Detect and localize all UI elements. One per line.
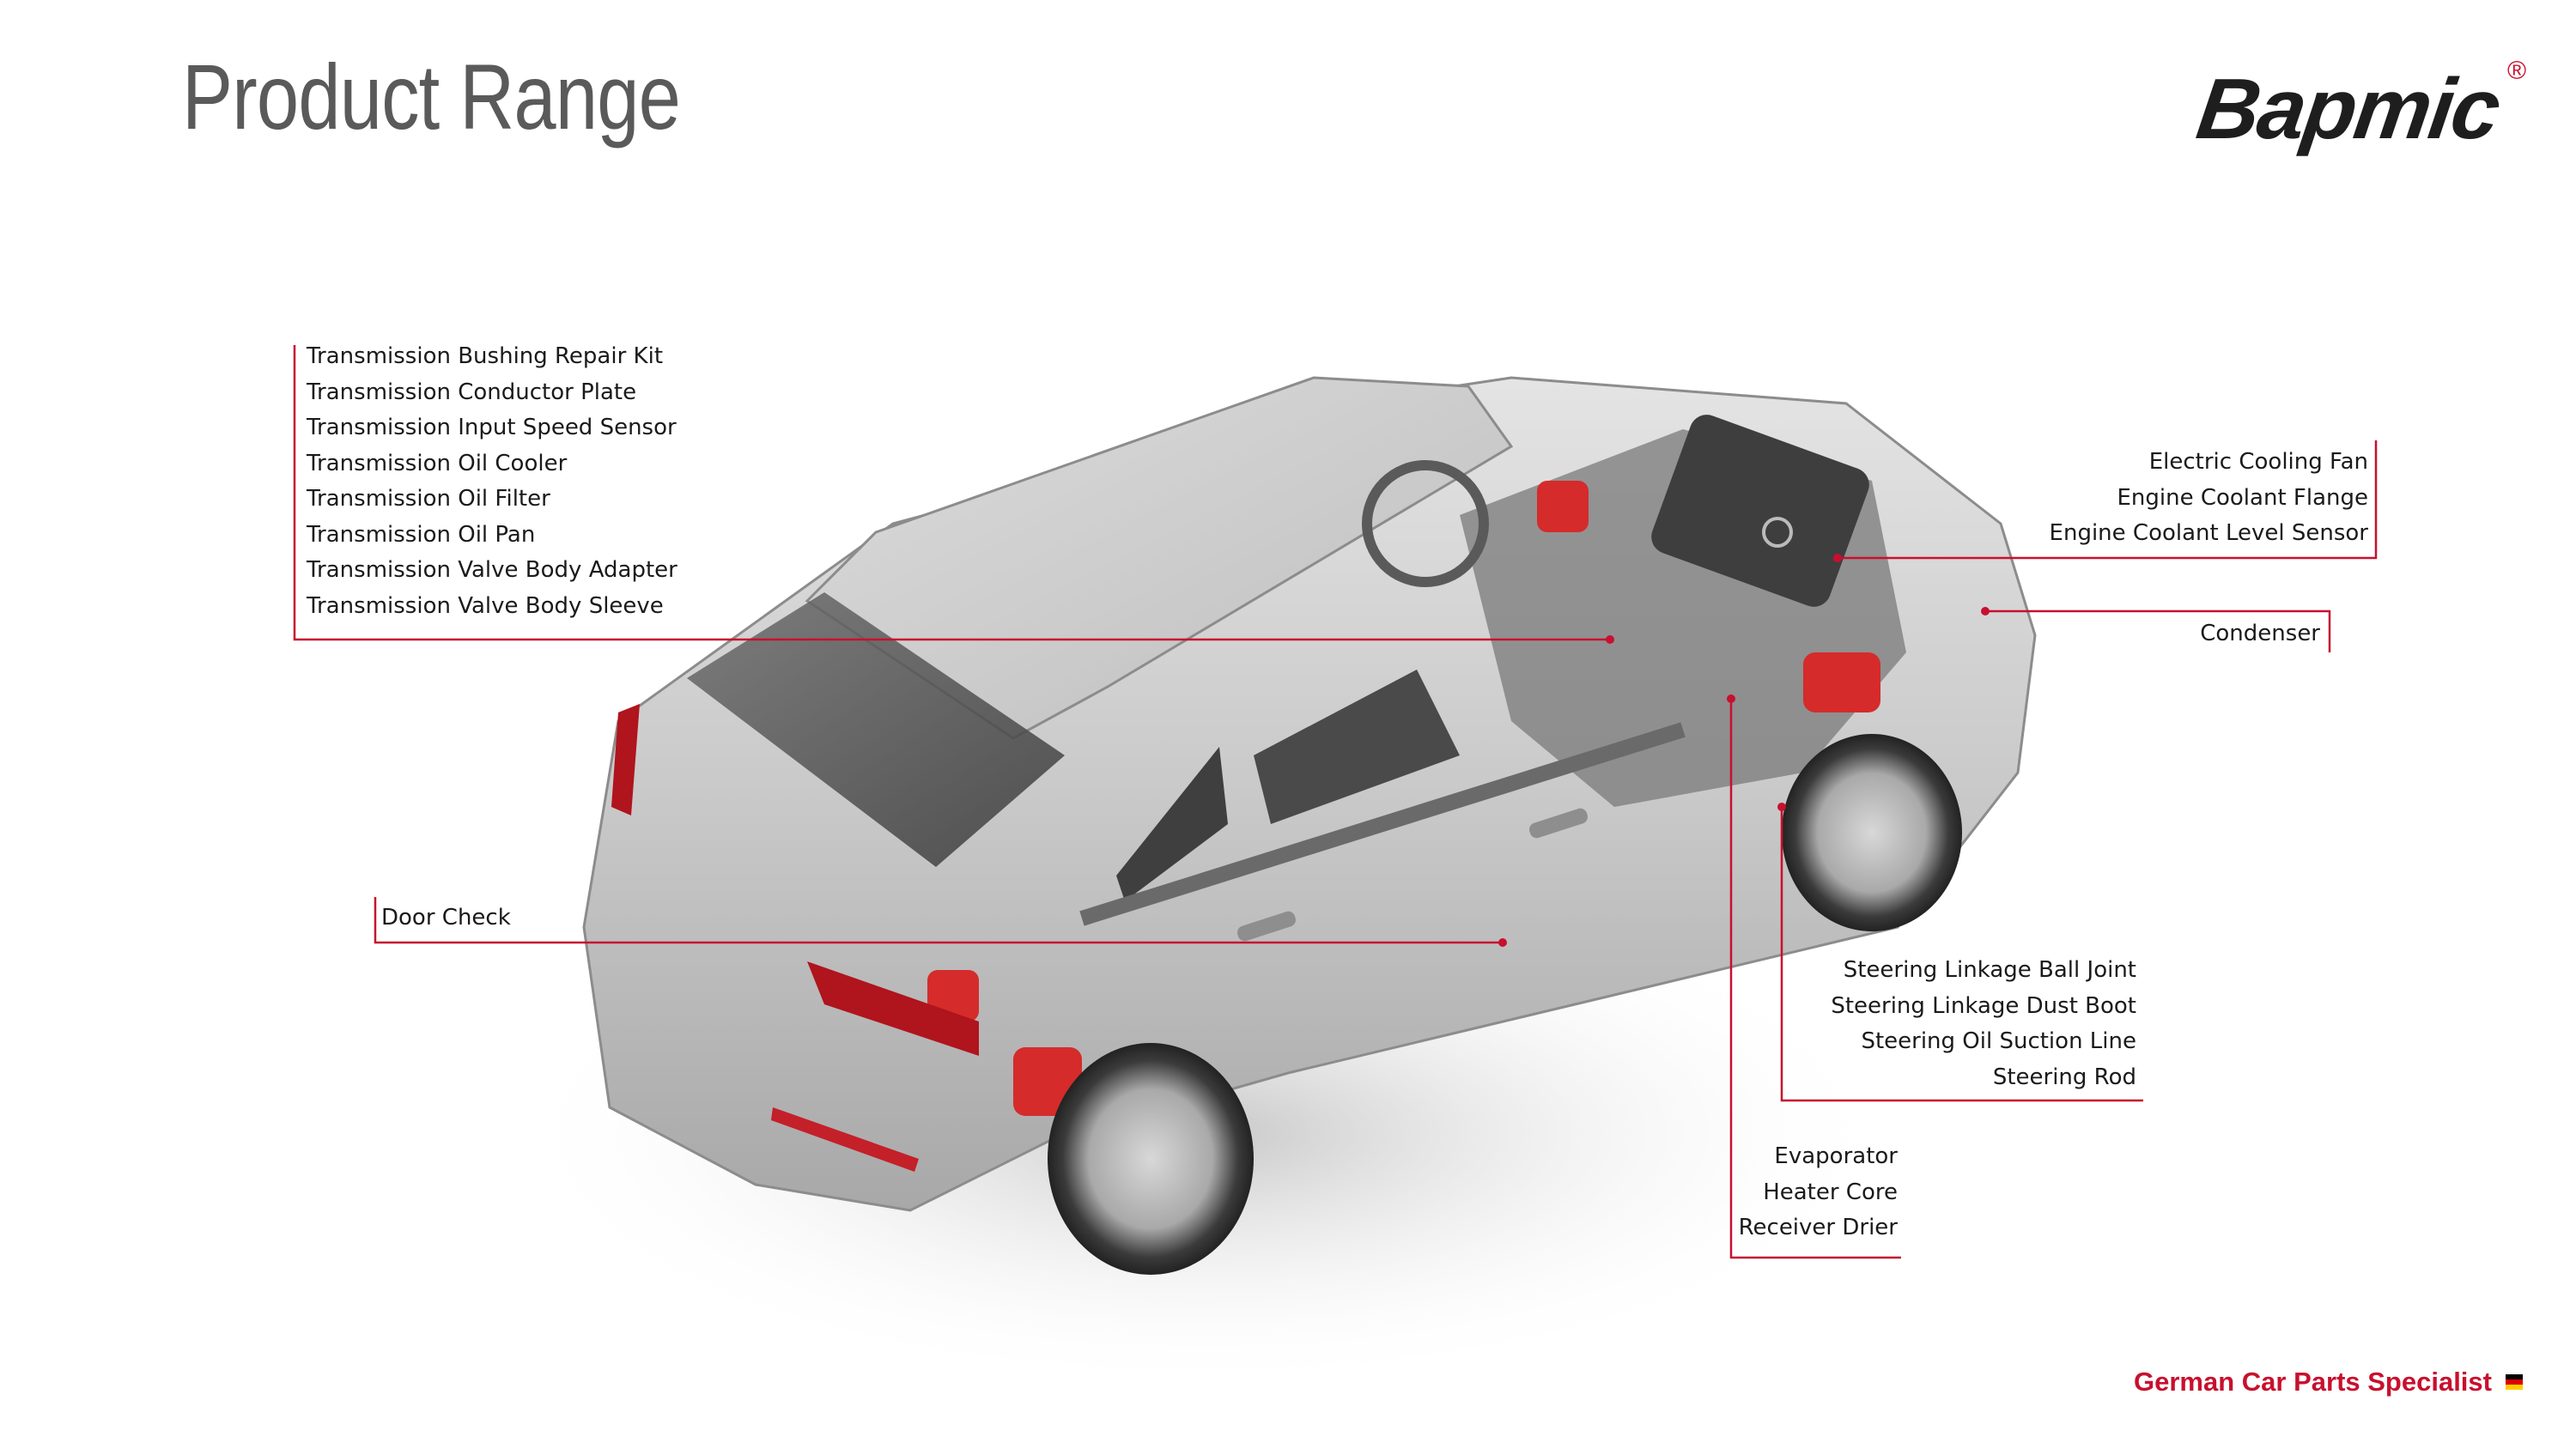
drive-shaft <box>1079 722 1686 926</box>
leader-dot-hvac <box>1727 694 1735 703</box>
leader-dot-door <box>1498 938 1507 947</box>
callout-condenser: Condenser <box>2200 616 2320 652</box>
callout-item: Receiver Drier <box>1738 1215 1898 1240</box>
callout-item: Evaporator <box>1774 1143 1898 1169</box>
engine-badge-icon <box>1762 517 1793 548</box>
leader-line-steering <box>1780 807 2143 1102</box>
tail-light-upper <box>611 704 640 815</box>
leader-line-condenser <box>1985 609 2331 652</box>
callout-item: Transmission Oil Filter <box>307 486 550 512</box>
callout-steering: Steering Linkage Ball Joint Steering Lin… <box>1831 953 2136 1095</box>
leader-dot-transmission <box>1606 635 1614 644</box>
brand-logo: Bapmic ® <box>2191 57 2542 172</box>
leader-line-cooling <box>1838 440 2378 560</box>
callout-transmission: Transmission Bushing Repair Kit Transmis… <box>307 339 677 624</box>
page-title: Product Range <box>182 45 681 149</box>
callout-door: Door Check <box>381 900 511 937</box>
engine-block <box>1651 415 1869 607</box>
callout-item: Steering Oil Suction Line <box>1861 1028 2136 1054</box>
callout-item: Transmission Valve Body Sleeve <box>307 592 664 619</box>
callout-item: Engine Coolant Level Sensor <box>2049 520 2368 546</box>
door-handle-rear <box>1237 911 1296 942</box>
callout-cooling: Electric Cooling Fan Engine Coolant Flan… <box>2050 445 2368 552</box>
side-window-rear <box>1116 747 1228 901</box>
front-wheel <box>1782 734 1962 931</box>
callout-item: Engine Coolant Flange <box>2117 484 2368 511</box>
front-spring-icon <box>1537 481 1880 712</box>
leader-line-transmission <box>293 345 1610 641</box>
leader-dot-cooling <box>1833 554 1842 562</box>
callout-item: Transmission Oil Cooler <box>307 450 568 476</box>
rear-wheel <box>1048 1043 1254 1275</box>
callout-item: Electric Cooling Fan <box>2148 449 2368 475</box>
callout-item: Transmission Bushing Repair Kit <box>307 343 664 369</box>
callout-item: Condenser <box>2200 621 2320 646</box>
callout-item: Transmission Valve Body Adapter <box>307 557 677 583</box>
leader-dot-condenser <box>1981 607 1990 615</box>
callout-item: Steering Linkage Dust Boot <box>1831 992 2136 1019</box>
callout-item: Heater Core <box>1763 1179 1898 1205</box>
car-roof <box>805 376 1514 740</box>
tail-light-lower <box>807 961 979 1056</box>
callout-item: Door Check <box>381 905 511 931</box>
callout-item: Transmission Input Speed Sensor <box>307 415 677 440</box>
tagline: German Car Parts Specialist <box>2134 1367 2492 1397</box>
leader-line-door <box>374 897 1503 944</box>
callout-item: Transmission Oil Pan <box>307 521 536 548</box>
registered-mark: ® <box>2507 57 2527 85</box>
callout-hvac: Evaporator Heater Core Receiver Drier <box>1739 1139 1898 1246</box>
germany-flag-icon <box>2506 1374 2523 1390</box>
rear-reflector <box>771 1107 919 1172</box>
callout-item: Steering Linkage Ball Joint <box>1843 957 2136 983</box>
callout-item: Steering Rod <box>1992 1064 2136 1090</box>
side-window-front <box>1254 670 1460 824</box>
rear-window <box>687 592 1065 867</box>
callout-item: Transmission Conductor Plate <box>307 379 637 405</box>
leader-line-hvac <box>1729 699 1901 1259</box>
door-handle-front <box>1529 808 1588 839</box>
steering-wheel-icon <box>1362 460 1489 587</box>
leader-dot-steering <box>1777 803 1786 811</box>
